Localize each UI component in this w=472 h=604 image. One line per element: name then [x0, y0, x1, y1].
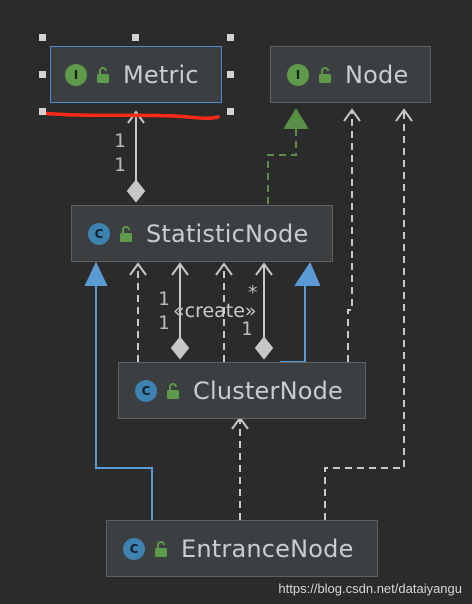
- node-label: StatisticNode: [146, 219, 309, 248]
- metric-composition-edge: [126, 110, 146, 203]
- watermark-url: https://blog.csdn.net/dataiyangu: [278, 581, 462, 596]
- entrance-extends-statistic-edge: [84, 261, 153, 520]
- selection-handle-tr[interactable]: [227, 34, 234, 41]
- cluster-composition-edges: [170, 262, 274, 360]
- class-icon: C: [123, 537, 145, 560]
- cluster-extends-statistic-edge: [280, 261, 321, 363]
- node-label: Metric: [123, 60, 199, 89]
- lock-icon: [155, 540, 167, 557]
- node-label: Node: [345, 60, 409, 89]
- selection-handle-br[interactable]: [227, 108, 234, 115]
- lock-icon: [120, 225, 132, 242]
- node-label: ClusterNode: [193, 376, 344, 405]
- cluster-node-class[interactable]: C ClusterNode: [118, 362, 366, 419]
- multiplicity-label: 1: [114, 130, 126, 152]
- selection-handle-mr[interactable]: [227, 71, 234, 78]
- statistic-implements-node-edge: [267, 108, 309, 204]
- lock-icon: [319, 66, 331, 83]
- entrance-node-class[interactable]: C EntranceNode: [106, 520, 378, 577]
- multiplicity-label: 1: [158, 288, 170, 310]
- multiplicity-label: 1: [114, 154, 126, 176]
- entrance-depends-cluster-edge: [231, 416, 249, 520]
- selection-handle-tm[interactable]: [132, 34, 139, 41]
- cluster-dependency-edges: [129, 262, 233, 362]
- multiplicity-label: 1: [158, 312, 170, 334]
- class-icon: C: [135, 379, 157, 402]
- entrance-depends-node-edge: [324, 108, 413, 520]
- statistic-node-class[interactable]: C StatisticNode: [71, 205, 333, 262]
- interface-icon: I: [65, 63, 87, 86]
- red-annotation-underline: [40, 111, 220, 121]
- multiplicity-label: *: [247, 282, 259, 304]
- metric-interface-node[interactable]: I Metric: [50, 46, 222, 103]
- selection-handle-tl[interactable]: [39, 34, 46, 41]
- selection-handle-ml[interactable]: [39, 71, 46, 78]
- node-label: EntranceNode: [181, 534, 354, 563]
- lock-icon: [97, 66, 109, 83]
- create-stereotype-label: «create»: [173, 300, 257, 322]
- node-interface-node[interactable]: I Node: [270, 46, 431, 103]
- class-icon: C: [88, 222, 110, 245]
- lock-icon: [167, 382, 179, 399]
- cluster-depends-node-edge: [343, 108, 361, 362]
- selection-handle-bl[interactable]: [39, 108, 46, 115]
- multiplicity-label: 1: [241, 318, 253, 340]
- interface-icon: I: [287, 63, 309, 86]
